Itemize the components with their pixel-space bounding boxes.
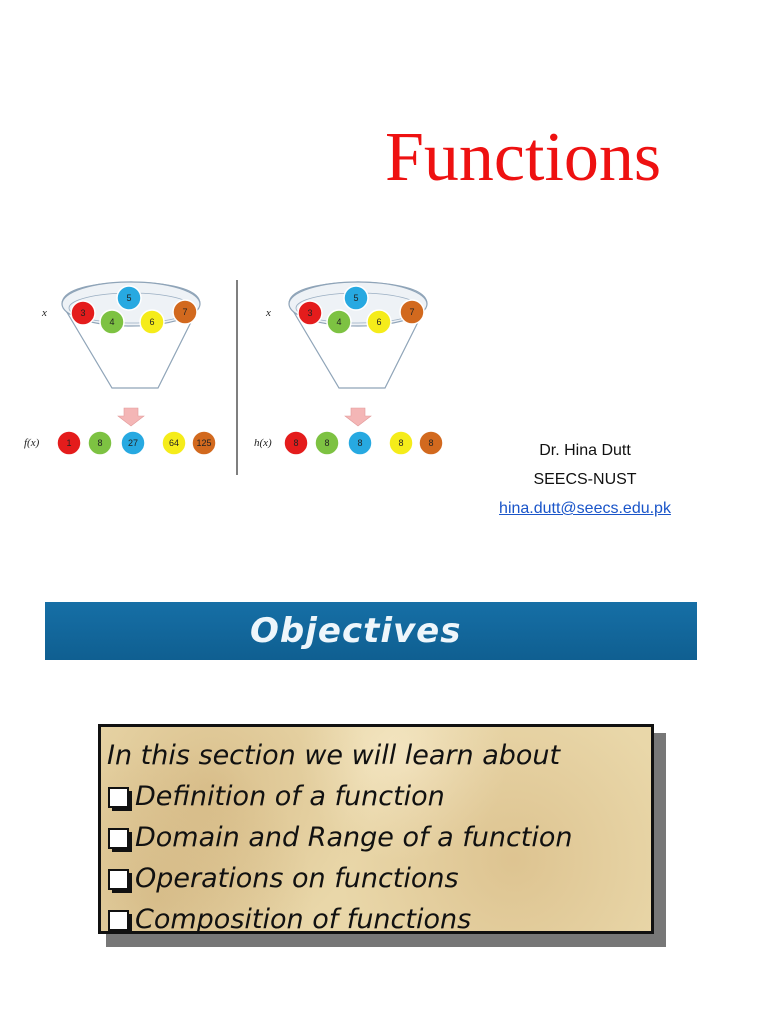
left-output-ball: 64 bbox=[161, 430, 187, 456]
right-input-ball: 3 bbox=[297, 300, 323, 326]
left-output-ball-value: 64 bbox=[169, 438, 179, 448]
objectives-banner: Objectives bbox=[45, 602, 697, 660]
right-output-ball-circle bbox=[388, 430, 414, 456]
left-input-ball: 6 bbox=[139, 309, 165, 335]
right-input-ball: 7 bbox=[399, 299, 425, 325]
right-output-ball-circle bbox=[314, 430, 340, 456]
right-input-ball-value: 5 bbox=[353, 293, 358, 303]
right-input-ball: 5 bbox=[343, 285, 369, 311]
left-output-ball-circle bbox=[56, 430, 82, 456]
objectives-intro: In this section we will learn about bbox=[107, 740, 561, 771]
left-input-ball-circle bbox=[99, 309, 125, 335]
right-input-ball-circle bbox=[399, 299, 425, 325]
checkbox-bullet-icon bbox=[107, 909, 132, 934]
left-output-ball: 27 bbox=[120, 430, 146, 456]
author-affiliation: SEECS-NUST bbox=[533, 471, 637, 488]
objective-text: Domain and Range of a function bbox=[135, 822, 573, 853]
funnel-f bbox=[61, 281, 201, 427]
objectives-heading: Objectives bbox=[250, 611, 462, 651]
right-output-ball-circle bbox=[347, 430, 373, 456]
objective-item: Definition of a function bbox=[107, 776, 651, 817]
left-input-ball-value: 4 bbox=[109, 317, 114, 327]
left-input-ball-value: 5 bbox=[126, 293, 131, 303]
objectives-list-box: In this section we will learn about Defi… bbox=[98, 724, 654, 935]
left-output-ball: 8 bbox=[87, 430, 113, 456]
left-output-ball-value: 1 bbox=[66, 438, 71, 448]
left-output-ball: 125 bbox=[191, 430, 217, 456]
left-input-ball-circle bbox=[116, 285, 142, 311]
right-input-label: x bbox=[265, 307, 271, 319]
right-input-ball-value: 3 bbox=[307, 308, 312, 318]
right-input-ball: 6 bbox=[366, 309, 392, 335]
left-input-ball-circle bbox=[70, 300, 96, 326]
objective-item: Domain and Range of a function bbox=[107, 817, 651, 858]
right-output-label: h(x) bbox=[254, 437, 272, 449]
left-input-ball-value: 6 bbox=[149, 317, 154, 327]
checkbox-bullet-icon bbox=[107, 786, 132, 811]
checkbox-bullet-icon bbox=[107, 868, 132, 893]
right-output-ball-value: 8 bbox=[357, 438, 362, 448]
right-input-ball-circle bbox=[326, 309, 352, 335]
objective-item: Composition of functions bbox=[107, 899, 651, 940]
right-output-ball: 8 bbox=[418, 430, 444, 456]
author-info: Dr. Hina Dutt SEECS-NUST hina.dutt@seecs… bbox=[470, 436, 700, 523]
objective-text: Definition of a function bbox=[135, 781, 445, 812]
objective-text: Composition of functions bbox=[135, 904, 472, 935]
right-output-ball-value: 8 bbox=[428, 438, 433, 448]
left-output-ball-value: 125 bbox=[196, 438, 211, 448]
right-input-ball: 4 bbox=[326, 309, 352, 335]
right-input-ball-value: 4 bbox=[336, 317, 341, 327]
objective-text: Operations on functions bbox=[135, 863, 459, 894]
left-input-ball-circle bbox=[139, 309, 165, 335]
right-input-ball-circle bbox=[297, 300, 323, 326]
function-machine-diagram: x f(x) x h(x) 3 4 5 6 7 1 8 27 64 125 3 4 5 6 7 8 8 8 8 8 bbox=[24, 280, 444, 475]
author-name: Dr. Hina Dutt bbox=[539, 442, 631, 459]
right-output-ball: 8 bbox=[314, 430, 340, 456]
ball-group: 3 4 5 6 7 1 8 27 64 125 3 4 5 6 7 8 8 8 8 8 bbox=[56, 285, 444, 456]
right-input-ball-value: 7 bbox=[409, 307, 414, 317]
left-input-ball: 4 bbox=[99, 309, 125, 335]
left-output-ball-circle bbox=[191, 430, 217, 456]
right-output-ball: 8 bbox=[283, 430, 309, 456]
checkbox-bullet-icon bbox=[107, 827, 132, 852]
left-input-ball: 3 bbox=[70, 300, 96, 326]
author-email-link[interactable]: hina.dutt@seecs.edu.pk bbox=[499, 500, 671, 517]
left-output-label: f(x) bbox=[24, 437, 40, 449]
right-output-ball: 8 bbox=[388, 430, 414, 456]
left-output-ball-value: 8 bbox=[97, 438, 102, 448]
right-output-ball-value: 8 bbox=[324, 438, 329, 448]
left-output-ball-value: 27 bbox=[128, 438, 138, 448]
left-input-ball: 5 bbox=[116, 285, 142, 311]
left-input-ball-value: 7 bbox=[182, 307, 187, 317]
objective-item: Operations on functions bbox=[107, 858, 651, 899]
right-output-ball-circle bbox=[283, 430, 309, 456]
left-input-label: x bbox=[41, 307, 47, 319]
right-input-ball-value: 6 bbox=[376, 317, 381, 327]
right-output-ball-circle bbox=[418, 430, 444, 456]
left-output-ball: 1 bbox=[56, 430, 82, 456]
left-output-ball-circle bbox=[120, 430, 146, 456]
left-input-ball-value: 3 bbox=[80, 308, 85, 318]
right-output-ball: 8 bbox=[347, 430, 373, 456]
right-input-ball-circle bbox=[343, 285, 369, 311]
page-title: Functions bbox=[385, 119, 662, 196]
right-output-ball-value: 8 bbox=[293, 438, 298, 448]
left-output-ball-circle bbox=[161, 430, 187, 456]
right-output-ball-value: 8 bbox=[398, 438, 403, 448]
right-input-ball-circle bbox=[366, 309, 392, 335]
left-input-ball-circle bbox=[172, 299, 198, 325]
left-output-ball-circle bbox=[87, 430, 113, 456]
left-input-ball: 7 bbox=[172, 299, 198, 325]
